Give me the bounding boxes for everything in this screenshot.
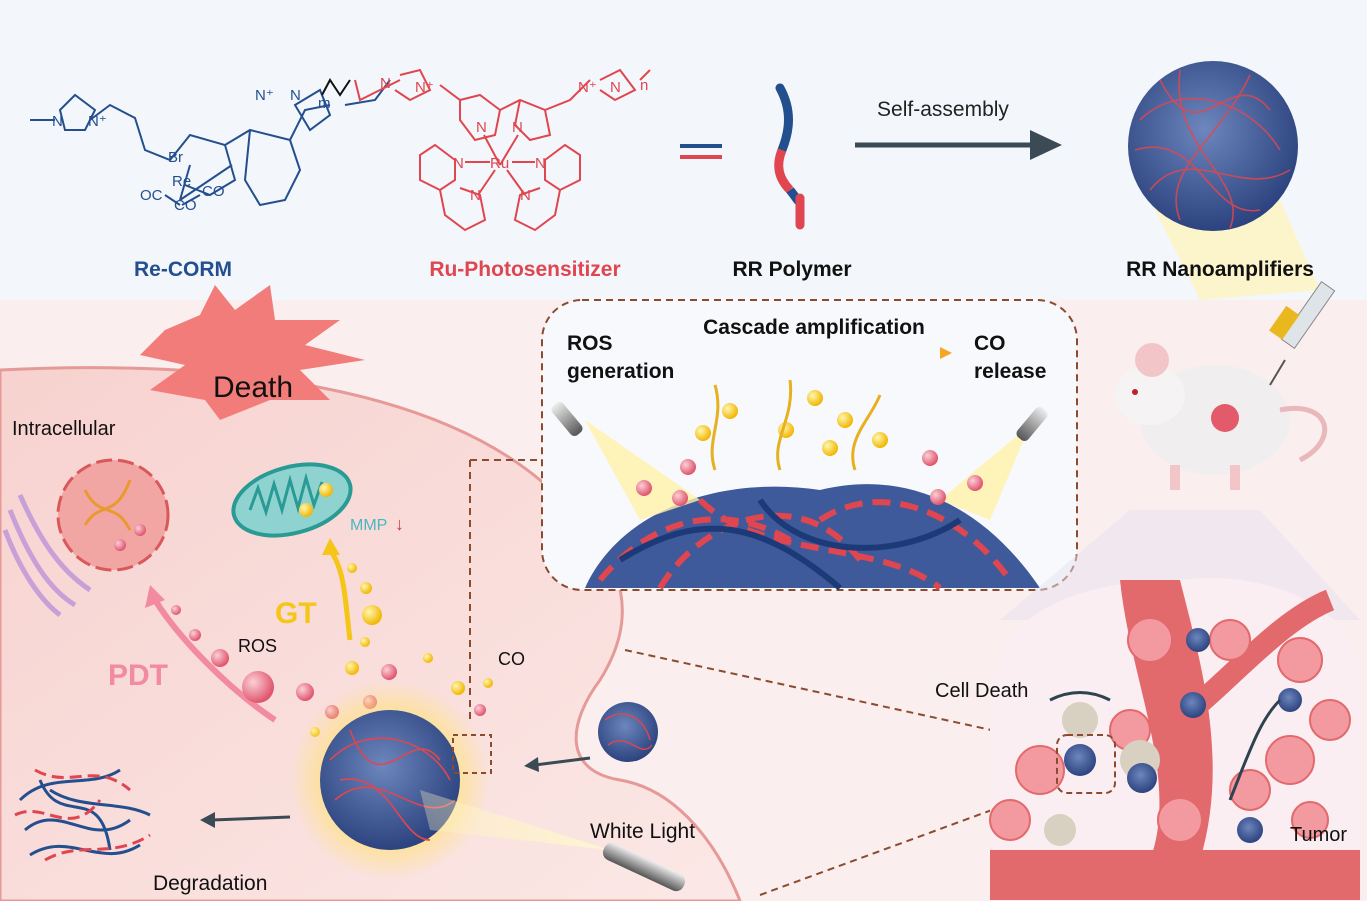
ligand-co: CO xyxy=(202,183,225,200)
mitochondrion xyxy=(231,462,353,538)
ru-photosensitizer-label: Ru-Photosensitizer xyxy=(429,258,620,281)
nanoparticle-in-cell xyxy=(320,710,460,850)
pdt-arrow xyxy=(152,598,277,723)
co-molecules xyxy=(695,390,888,456)
ros-molecules xyxy=(636,450,983,506)
atom-n-plus: N⁺ xyxy=(578,79,597,96)
atom-n-plus: N⁺ xyxy=(255,87,274,104)
gt-arrow xyxy=(327,548,353,641)
cascade-amplification-label: Cascade amplification xyxy=(703,316,925,339)
degradation-label: Degradation xyxy=(153,872,267,895)
ru-photosensitizer-structure: N N⁺ N N Ru N N N N N⁺ N n xyxy=(354,68,651,232)
tumor-tissue xyxy=(989,578,1360,900)
light-beam xyxy=(940,425,1030,520)
release-arrows xyxy=(710,379,882,471)
polymer-chain-blue xyxy=(775,83,793,155)
ros-generation-label: generation xyxy=(567,360,674,383)
nucleus xyxy=(56,458,170,572)
atom-n-plus: N⁺ xyxy=(415,79,434,96)
atom-ru: Ru xyxy=(490,155,509,172)
ros-label: ROS xyxy=(238,636,277,656)
atom-re: Re xyxy=(172,173,191,190)
pdt-label: PDT xyxy=(108,659,168,692)
arrow-head xyxy=(524,757,539,772)
degraded-polymer xyxy=(14,768,151,862)
atom-n: N xyxy=(52,113,63,130)
atom-n: N xyxy=(453,155,464,172)
ros-generation-label: ROS xyxy=(567,332,613,355)
zoom-box xyxy=(452,734,492,774)
rr-polymer-label: RR Polymer xyxy=(732,258,851,281)
rr-nanoamplifiers-label: RR Nanoamplifiers xyxy=(1126,258,1314,281)
atom-n: N xyxy=(512,119,523,136)
polymer-chain-red xyxy=(774,148,794,194)
mmp-label: MMP xyxy=(350,517,387,534)
light-source-icon xyxy=(551,401,583,437)
atom-n: N xyxy=(520,187,531,204)
white-light-beam xyxy=(420,790,610,850)
incoming-nanoparticle xyxy=(598,702,658,762)
tumor-connector xyxy=(624,649,1061,746)
atom-n: N xyxy=(535,155,546,172)
nanoparticle-surface xyxy=(585,484,1040,591)
light-source-icon xyxy=(1016,406,1048,442)
subscript-n: n xyxy=(640,77,648,94)
self-assembly-label: Self-assembly xyxy=(877,98,1009,121)
atom-br: Br xyxy=(168,149,183,166)
atom-n: N xyxy=(380,75,391,92)
co-release-label: CO xyxy=(974,332,1006,355)
atom-n: N xyxy=(470,187,481,204)
re-corm-structure: N N⁺ Br Re OC CO CO N⁺ N m xyxy=(30,79,391,214)
intracellular-label: Intracellular xyxy=(12,418,116,440)
arrow-head xyxy=(322,538,340,555)
syringe-icon xyxy=(1269,281,1336,386)
cell-death-label: Cell Death xyxy=(935,680,1028,702)
down-arrow-icon: ↓ xyxy=(395,514,404,534)
white-light-label: White Light xyxy=(590,820,695,843)
degradation-arrow xyxy=(211,815,291,822)
ligand-co: CO xyxy=(174,197,197,214)
ligand-oc: OC xyxy=(140,187,163,204)
atom-n: N xyxy=(290,87,301,104)
arrow-head xyxy=(940,347,952,359)
linker xyxy=(321,78,351,97)
gt-label: GT xyxy=(275,597,317,630)
arrow-head xyxy=(200,812,215,828)
co-label: CO xyxy=(498,649,525,669)
uptake-arrow xyxy=(534,756,591,767)
tumor-label: Tumor xyxy=(1290,824,1347,846)
zoom-box xyxy=(1056,734,1116,794)
co-release-label: release xyxy=(974,360,1046,383)
arrow-head xyxy=(1030,130,1062,160)
rr-nanoamplifier-particle xyxy=(1128,61,1298,231)
death-burst-icon xyxy=(140,285,365,420)
polymer-strands xyxy=(604,713,653,751)
atom-n: N xyxy=(476,119,487,136)
re-corm-label: Re-CORM xyxy=(134,258,232,281)
white-light-source-icon xyxy=(602,842,686,892)
endoplasmic-reticulum xyxy=(2,493,92,617)
arrow-head xyxy=(145,585,165,608)
atom-n: N xyxy=(610,79,621,96)
subscript-m: m xyxy=(318,95,331,112)
death-label: Death xyxy=(213,371,293,404)
light-beam xyxy=(585,420,700,520)
arrow xyxy=(1049,691,1111,702)
mouse-illustration xyxy=(1115,343,1328,490)
arrow xyxy=(1228,698,1282,801)
atom-n-plus: N⁺ xyxy=(88,113,107,130)
